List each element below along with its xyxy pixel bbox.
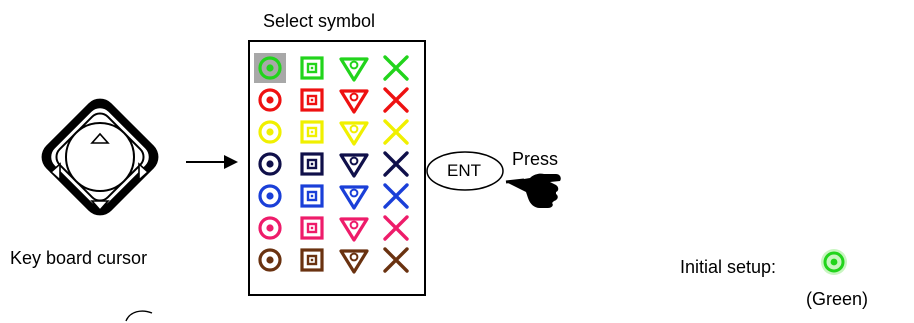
symbol-yellow-triangle-dot[interactable]	[339, 121, 369, 146]
decorative-arc	[125, 310, 153, 322]
symbol-blue-double-circle[interactable]	[258, 184, 282, 208]
initial-setup-label: Initial setup:	[680, 257, 777, 277]
symbol-navy-square-dot[interactable]	[300, 152, 324, 176]
symbol-yellow-double-circle[interactable]	[258, 120, 282, 144]
green-double-circle-icon	[821, 249, 847, 275]
symbol-blue-triangle-dot[interactable]	[339, 185, 369, 210]
symbol-yellow-cross[interactable]	[383, 119, 409, 145]
symbol-row-pink[interactable]	[258, 215, 409, 242]
symbol-red-double-circle[interactable]	[258, 88, 282, 112]
symbol-navy-cross[interactable]	[383, 151, 409, 177]
press-label: Press	[512, 149, 559, 169]
symbol-red-triangle-dot[interactable]	[339, 89, 369, 114]
symbol-blue-square-dot[interactable]	[300, 184, 324, 208]
symbol-green-triangle-dot[interactable]	[339, 57, 369, 82]
symbol-green-double-circle[interactable]	[254, 53, 286, 83]
ent-key: ENT	[425, 150, 511, 192]
symbol-yellow-square-dot[interactable]	[300, 120, 324, 144]
cursor-up-icon	[90, 132, 110, 144]
symbol-pink-square-dot[interactable]	[300, 216, 324, 240]
keyboard-cursor-label: Key board cursor	[10, 248, 148, 268]
symbol-pink-triangle-dot[interactable]	[339, 217, 369, 242]
cursor-down-icon	[90, 200, 110, 212]
symbol-navy-double-circle[interactable]	[258, 152, 282, 176]
cursor-right-icon	[138, 162, 150, 182]
symbol-grid	[248, 40, 426, 296]
keyboard-cursor-icon	[41, 98, 159, 216]
right-arrow-icon	[186, 155, 238, 169]
ent-key-label: ENT	[447, 161, 481, 180]
symbol-row-navy[interactable]	[258, 151, 409, 178]
symbol-pink-double-circle[interactable]	[258, 216, 282, 240]
symbol-navy-triangle-dot[interactable]	[339, 153, 369, 178]
select-symbol-title: Select symbol	[263, 11, 376, 31]
symbol-red-cross[interactable]	[383, 87, 409, 113]
symbol-row-red[interactable]	[258, 87, 409, 114]
pointing-hand-icon	[505, 173, 561, 208]
symbol-row-yellow[interactable]	[258, 119, 409, 146]
symbol-red-square-dot[interactable]	[300, 88, 324, 112]
symbol-green-cross[interactable]	[383, 55, 409, 81]
symbol-row-brown[interactable]	[258, 247, 409, 274]
symbol-row-blue[interactable]	[258, 183, 409, 210]
symbol-green-square-dot[interactable]	[300, 56, 324, 80]
symbol-brown-triangle-dot[interactable]	[339, 249, 369, 274]
cursor-left-icon	[49, 162, 61, 182]
ent-key-icon	[426, 151, 504, 191]
symbol-pink-cross[interactable]	[383, 215, 409, 241]
symbol-brown-square-dot[interactable]	[300, 248, 324, 272]
green-note: (Green)	[806, 289, 869, 309]
symbol-brown-cross[interactable]	[383, 247, 409, 273]
symbol-row-green[interactable]	[254, 53, 409, 83]
symbol-brown-double-circle[interactable]	[258, 248, 282, 272]
symbol-blue-cross[interactable]	[383, 183, 409, 209]
